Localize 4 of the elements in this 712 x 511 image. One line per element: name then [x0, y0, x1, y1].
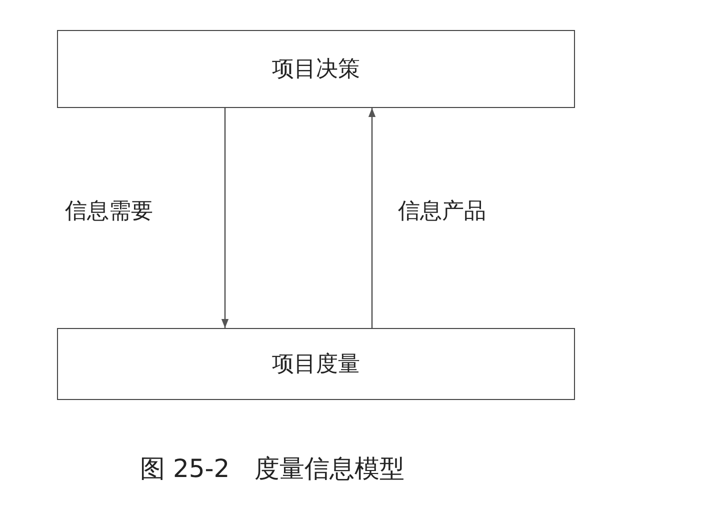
arrow — [368, 108, 376, 328]
process-box: 项目决策 — [57, 30, 575, 108]
process-box: 项目度量 — [57, 328, 575, 400]
arrow — [221, 108, 229, 328]
